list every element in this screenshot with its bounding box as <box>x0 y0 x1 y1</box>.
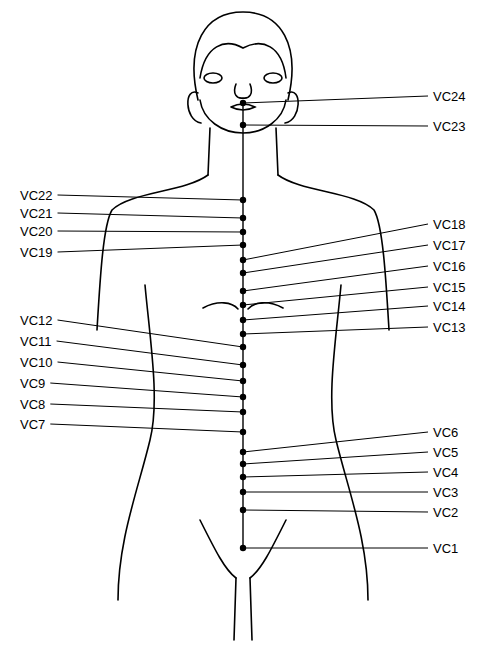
acupoint-dot <box>240 507 246 513</box>
leader-line <box>58 231 243 232</box>
acupoint-dot <box>240 429 246 435</box>
leader-line <box>58 195 243 200</box>
acupoint-dot <box>240 474 246 480</box>
right-shoulder-arm <box>278 175 389 330</box>
leader-line <box>243 472 428 477</box>
leader-line <box>243 287 428 305</box>
leader-line <box>243 548 428 549</box>
right-eye <box>264 73 282 83</box>
point-label: VC20 <box>20 224 53 239</box>
right-ear <box>285 92 298 123</box>
point-label: VC22 <box>20 188 53 203</box>
leader-line <box>57 341 243 365</box>
leader-line <box>50 424 243 432</box>
acupoint-dot <box>240 229 246 235</box>
point-label: VC15 <box>433 280 466 295</box>
hair-outline <box>194 12 292 100</box>
leader-line <box>243 266 428 291</box>
point-label: VC10 <box>20 355 53 370</box>
left-torso-side <box>118 285 154 600</box>
acupoint-dot <box>240 122 246 128</box>
acupoint-dot <box>240 242 246 248</box>
leader-line <box>243 492 428 493</box>
leader-line <box>243 510 428 512</box>
acupoint-dot <box>240 288 246 294</box>
acupoint-dot <box>240 331 246 337</box>
point-label: VC8 <box>20 397 45 412</box>
acupoint-dot <box>240 362 246 368</box>
acupoint-dot <box>240 302 246 308</box>
point-label: VC3 <box>433 485 458 500</box>
leader-line <box>58 362 243 381</box>
acupoint-dot <box>240 545 246 551</box>
point-label: VC13 <box>433 320 466 335</box>
point-label: VC5 <box>433 445 458 460</box>
leader-line <box>50 383 243 397</box>
leader-line <box>58 213 243 218</box>
left-eye <box>204 73 222 83</box>
point-label: VC6 <box>433 425 458 440</box>
acupoint-dot <box>240 378 246 384</box>
nose <box>235 84 252 98</box>
neck-left <box>208 128 210 175</box>
point-label: VC11 <box>20 334 52 349</box>
acupoint-dot <box>240 344 246 350</box>
point-label: VC14 <box>433 299 466 314</box>
left-groin <box>200 520 236 578</box>
leader-line <box>243 245 428 273</box>
point-label: VC24 <box>433 89 466 104</box>
point-label: VC17 <box>433 238 466 253</box>
acupoint-dot <box>240 461 246 467</box>
acupoint-dot <box>240 449 246 455</box>
point-label: VC1 <box>433 541 458 556</box>
point-label: VC23 <box>433 119 466 134</box>
acupoint-dot <box>240 394 246 400</box>
point-label: VC2 <box>433 505 458 520</box>
right-inner-leg <box>250 578 252 640</box>
acupoint-dot <box>240 270 246 276</box>
point-label: VC16 <box>433 259 466 274</box>
acupoint-dot <box>240 409 246 415</box>
acupoint-dot <box>240 100 246 106</box>
left-chest <box>203 303 238 309</box>
point-label: VC18 <box>433 217 466 232</box>
point-label: VC21 <box>20 206 53 221</box>
left-ear <box>188 92 201 123</box>
meridian-line <box>242 103 243 548</box>
acupoint-dot <box>240 197 246 203</box>
point-label: VC12 <box>20 313 53 328</box>
acupoint-dot <box>240 317 246 323</box>
acupoint-dot <box>240 215 246 221</box>
leader-line <box>58 245 243 252</box>
left-inner-leg <box>234 578 236 640</box>
leader-line <box>58 320 243 347</box>
point-label: VC4 <box>433 465 458 480</box>
leader-line <box>243 96 428 103</box>
point-label: VC19 <box>20 245 53 260</box>
right-torso-side <box>332 285 368 600</box>
leader-line <box>243 224 428 260</box>
acupoint-dot <box>240 489 246 495</box>
leader-line <box>243 327 428 334</box>
point-label: VC9 <box>20 376 45 391</box>
acupoint-dot <box>240 257 246 263</box>
right-groin <box>250 520 286 578</box>
leader-line <box>50 404 243 412</box>
point-label: VC7 <box>20 417 45 432</box>
neck-right <box>276 128 278 175</box>
leader-line <box>243 452 428 464</box>
leader-line <box>243 125 428 126</box>
leader-line <box>243 306 428 320</box>
leader-line <box>243 432 428 452</box>
